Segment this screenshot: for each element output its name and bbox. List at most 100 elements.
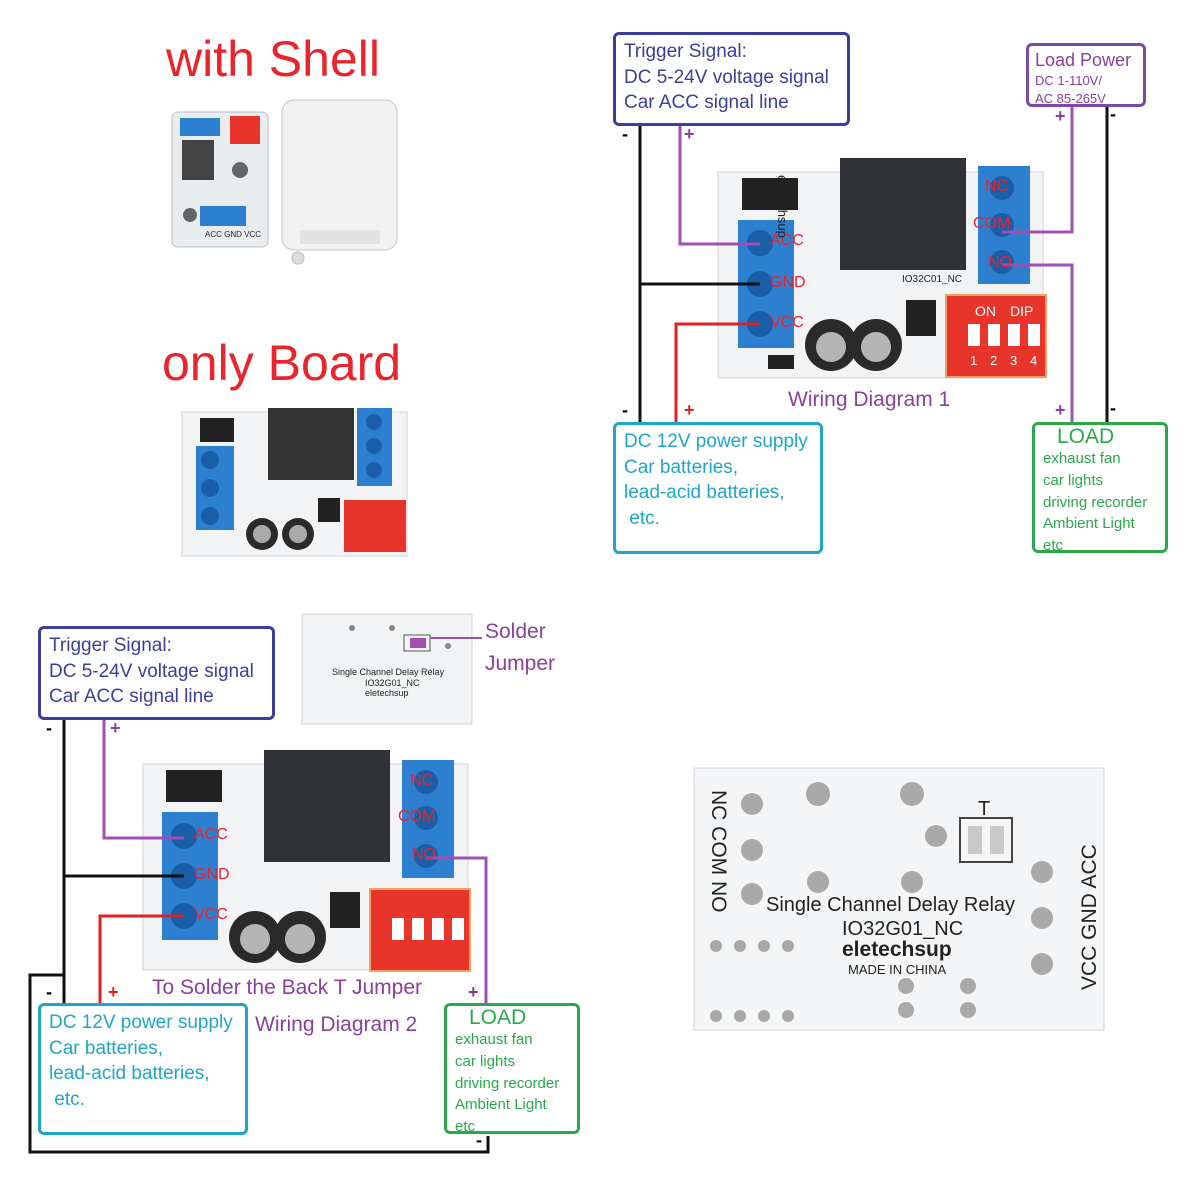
wires-diagram-1 — [638, 106, 1109, 422]
d2-load-line-1: exhaust fan — [455, 1031, 533, 1049]
back-board-large — [693, 767, 1105, 1031]
d2-solder-line-1: Solder — [485, 620, 546, 643]
wire-d2-trigger-plus — [102, 720, 184, 840]
d1-load-line-1: exhaust fan — [1043, 450, 1121, 468]
d1-power-line-1: DC 12V power supply — [624, 431, 808, 452]
back-brand: eletechsup — [842, 938, 952, 961]
back-made-in: MADE IN CHINA — [848, 962, 947, 977]
d1-load-plus: + — [1055, 400, 1066, 420]
d2-load-plus: + — [468, 982, 479, 1002]
d1-load-power-title: Load Power — [1035, 50, 1132, 70]
d2-trigger-line-3: Car ACC signal line — [49, 686, 214, 708]
wires-diagram-2 — [28, 720, 490, 1154]
d1-power-line-3: lead-acid batteries, — [624, 482, 785, 504]
d1-caption: Wiring Diagram 1 — [788, 388, 951, 411]
d1-pin-no: NO — [988, 254, 1012, 271]
back-pins-left: NC COM NO — [707, 790, 730, 913]
wire-d1-loadpower-plus — [1002, 106, 1074, 234]
board-diagram-1 — [717, 158, 1047, 379]
d1-load-power-line-2: AC 85-265V — [1035, 90, 1106, 106]
d2-load-line-5: etc — [455, 1118, 476, 1136]
wire-d1-red-vcc — [674, 322, 760, 422]
wire-d2-loop — [28, 973, 490, 1154]
d2-minus-top: - — [46, 718, 52, 738]
bare-board-photo — [181, 408, 408, 557]
back-model: IO32G01_NC — [842, 918, 964, 940]
d1-dip-3: 3 — [1010, 353, 1018, 368]
only-board-title: only Board — [162, 335, 402, 391]
d1-trigger-line-2: DC 5-24V voltage signal — [624, 66, 829, 88]
d1-lp-minus: - — [1110, 104, 1116, 124]
d1-load-box: LOAD exhaust fan car lights driving reco… — [1032, 422, 1168, 554]
d1-load-line-4: Ambient Light — [1043, 515, 1135, 533]
d2-pin-com: COM — [398, 808, 436, 825]
d2-back-note: To Solder the Back T Jumper — [152, 976, 423, 999]
shell-module-photo — [171, 99, 398, 265]
wire-d2-no-load — [426, 856, 488, 1003]
d2-load-line-3: driving recorder — [455, 1074, 560, 1092]
d2-power-line-1: DC 12V power supply — [49, 1012, 233, 1033]
d2-thumb-title: Single Channel Delay Relay — [332, 667, 445, 677]
d2-trigger-box: Trigger Signal: DC 5-24V voltage signal … — [38, 626, 275, 720]
wire-d1-trigger-plus — [678, 126, 760, 246]
d2-thumb-brand: eletechsup — [365, 688, 409, 698]
d1-trigger-box: Trigger Signal: DC 5-24V voltage signal … — [613, 32, 850, 126]
d1-load-line-5: etc — [1043, 537, 1064, 555]
d2-load-line-2: car lights — [455, 1052, 516, 1070]
d2-pin-gnd: GND — [194, 866, 230, 883]
d1-minus-top: - — [622, 124, 628, 144]
d2-pin-nc: NC — [410, 772, 434, 789]
d2-plus-bottom: + — [108, 982, 119, 1002]
wire-d1-no-load — [1002, 263, 1074, 422]
d2-solder-line-2: Jumper — [485, 652, 556, 675]
d1-load-power-line-1: DC 1-110V/ — [1035, 73, 1102, 89]
d1-dip-2: 2 — [990, 353, 998, 368]
d2-pin-acc: ACC — [194, 826, 228, 843]
with-shell-title: with Shell — [166, 31, 380, 87]
wire-d2-red-vcc — [98, 914, 184, 1003]
d2-load-title: LOAD — [469, 1006, 527, 1029]
d1-power-box: DC 12V power supply Car batteries, lead-… — [613, 422, 823, 554]
d2-load-line-4: Ambient Light — [455, 1096, 547, 1114]
d1-pin-vcc: VCC — [770, 314, 804, 331]
d2-power-line-3: lead-acid batteries, — [49, 1063, 210, 1085]
d1-plus-bottom: + — [684, 400, 695, 420]
d1-dip-4: 4 — [1030, 353, 1038, 368]
d1-load-power-box: Load Power DC 1-110V/ AC 85-265V — [1026, 43, 1146, 107]
back-t-label: T — [978, 798, 991, 820]
d2-power-line-2: Car batteries, — [49, 1037, 164, 1059]
d2-pin-vcc: VCC — [194, 906, 228, 923]
d2-plus-top: + — [110, 718, 121, 738]
d1-load-title: LOAD — [1057, 425, 1115, 448]
d1-power-line-4: etc. — [624, 507, 660, 529]
d2-load-minus: - — [476, 1130, 482, 1150]
shell-silk-label: ACC GND VCC — [205, 230, 262, 239]
d2-trigger-line-2: DC 5-24V voltage signal — [49, 660, 254, 682]
d1-power-line-2: Car batteries, — [624, 456, 739, 478]
d2-thumb-model: IO32G01_NC — [365, 678, 420, 688]
d1-trigger-line-1: Trigger Signal: — [624, 41, 747, 62]
d2-power-line-4: etc. — [49, 1088, 85, 1110]
d1-dip-label: DIP — [1010, 303, 1034, 319]
d1-load-line-2: car lights — [1043, 471, 1104, 489]
d1-plus-top: + — [684, 124, 695, 144]
d2-trigger-line-1: Trigger Signal: — [49, 635, 172, 656]
d1-pin-nc: NC — [985, 178, 1009, 195]
d1-pin-gnd: GND — [770, 274, 806, 291]
back-board-thumbnail — [301, 613, 482, 725]
d1-trigger-line-3: Car ACC signal line — [624, 92, 789, 114]
d1-dip-1: 1 — [970, 353, 978, 368]
d1-pin-acc: ACC — [770, 232, 804, 249]
d1-model-silk: IO32C01_NC — [902, 274, 963, 285]
back-pins-right: VCC GND ACC — [1078, 844, 1101, 990]
d1-dip-on: ON — [975, 303, 996, 319]
d1-minus-bottom: - — [622, 400, 628, 420]
d2-caption: Wiring Diagram 2 — [255, 1013, 418, 1036]
d1-load-minus: - — [1110, 398, 1116, 418]
d2-minus-bottom: - — [46, 982, 52, 1002]
d1-lp-plus: + — [1055, 106, 1066, 126]
d2-power-box: DC 12V power supply Car batteries, lead-… — [38, 1003, 248, 1135]
d2-load-box: LOAD exhaust fan car lights driving reco… — [444, 1003, 580, 1135]
d1-brand-silk: eletechsup — [775, 175, 790, 238]
